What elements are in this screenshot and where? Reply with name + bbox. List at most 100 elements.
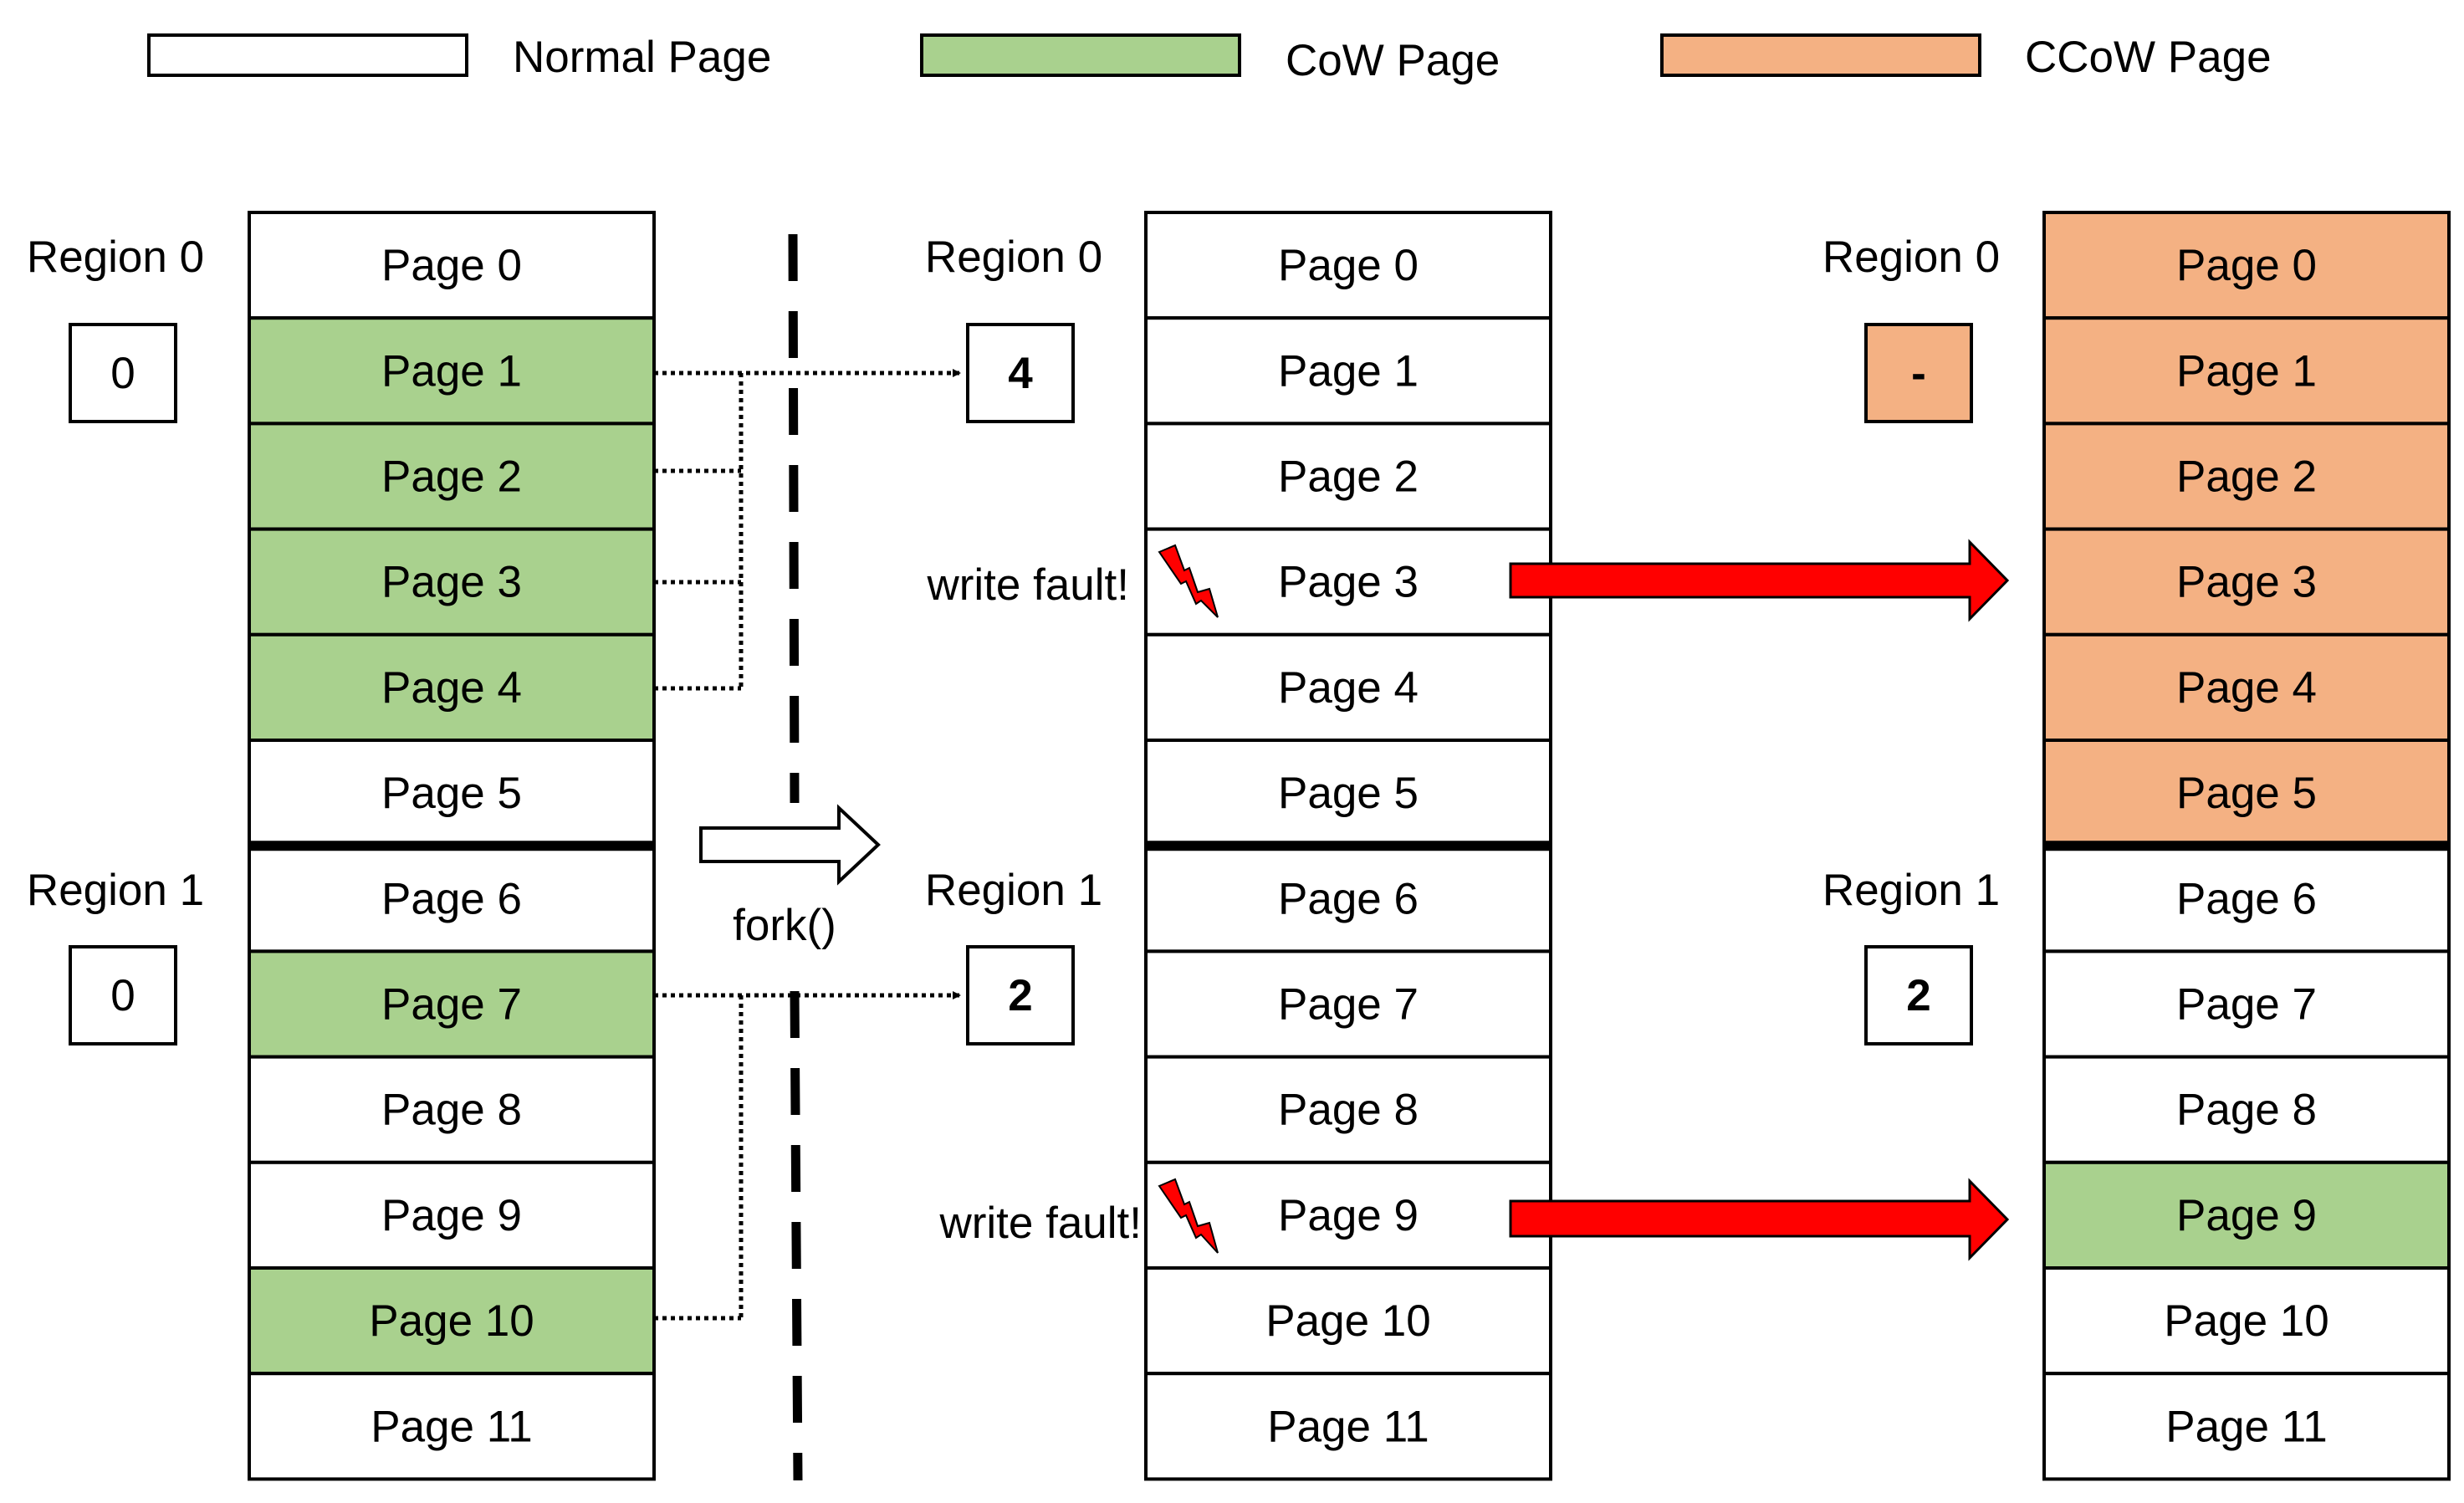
page-cell: Page 10 [248, 1266, 656, 1376]
page-cell: Page 0 [248, 211, 656, 320]
fork-label: fork() [733, 901, 836, 950]
parent-region-1-counter: 0 [69, 945, 177, 1045]
page-label: Page 4 [2176, 663, 2317, 713]
counter-value: 0 [110, 349, 135, 398]
page-cell: Page 9 [2042, 1160, 2451, 1270]
red-right-arrow-icon [1509, 539, 2010, 622]
page-label: Page 5 [1278, 769, 1419, 818]
page-label: Page 0 [2176, 241, 2317, 290]
legend-label-ccow: CCoW Page [2025, 33, 2272, 82]
page-cell: Page 7 [248, 949, 656, 1059]
page-label: Page 6 [1278, 874, 1419, 923]
child-region-1-counter: 2 [966, 945, 1075, 1045]
page-cell-box [2042, 211, 2451, 320]
page-cell-box [2042, 316, 2451, 426]
page-cell: Page 2 [248, 422, 656, 531]
page-cell: Page 1 [1144, 316, 1552, 426]
lightning-bolt-icon [1158, 1178, 1219, 1254]
counter-box [69, 323, 177, 423]
page-cell-box [1144, 316, 1552, 426]
counter-value: - [1911, 349, 1926, 398]
page-cell: Page 4 [2042, 632, 2451, 742]
legend-swatch-ccow [1660, 33, 1981, 77]
result-region-0-counter: - [1864, 323, 1973, 423]
page-label: Page 3 [1278, 558, 1419, 607]
counter-box [1864, 945, 1973, 1045]
page-label: Page 9 [1278, 1191, 1419, 1240]
page-cell: Page 11 [1144, 1372, 1552, 1481]
counter-value: 0 [110, 971, 135, 1020]
fork-arrow: fork() [699, 804, 881, 950]
ccow-transition-arrows [1509, 539, 2010, 1261]
page-label: Page 7 [381, 980, 522, 1030]
cow-connectors [654, 369, 961, 1321]
counter-box [1864, 323, 1973, 423]
child-region-0-label: Region 0 [925, 233, 1102, 282]
page-label: Page 0 [1278, 241, 1419, 290]
page-cell: Page 2 [2042, 422, 2451, 531]
page-label: Page 8 [2176, 1086, 2317, 1135]
page-cell-box [248, 1160, 656, 1270]
page-cell-box [248, 739, 656, 848]
page-cell: Page 9 [248, 1160, 656, 1270]
page-cell: Page 0 [2042, 211, 2451, 320]
page-cell-box [1144, 739, 1552, 848]
fork-divider-top [788, 233, 800, 804]
page-cell-box [1144, 844, 1552, 953]
page-cell: Page 0 [1144, 211, 1552, 320]
page-label: Page 3 [381, 558, 522, 607]
result-region-0-label: Region 0 [1822, 233, 2000, 282]
page-label: Page 7 [2176, 980, 2317, 1030]
page-label: Page 5 [381, 769, 522, 818]
page-cell-box [248, 316, 656, 426]
page-label: Page 6 [2176, 874, 2317, 923]
write-faults: write fault! write fault! [926, 544, 1219, 1254]
fork-divider [788, 233, 803, 1481]
page-cell: Page 5 [248, 739, 656, 848]
page-cell-box [248, 422, 656, 531]
page-label: Page 2 [2176, 452, 2317, 502]
page-cell: Page 6 [1144, 844, 1552, 953]
page-cell: Page 3 [2042, 527, 2451, 636]
page-label: Page 0 [381, 241, 522, 290]
counter-box [69, 945, 177, 1045]
page-cell: Page 7 [2042, 949, 2451, 1059]
page-cell: Page 5 [2042, 739, 2451, 848]
page-cell-box [2042, 1372, 2451, 1481]
region-labels: Region 0 Region 1 Region 0 Region 1 Regi… [27, 233, 2000, 915]
page-label: Page 10 [369, 1296, 534, 1346]
legend-item-ccow: CCoW Page [1660, 33, 2272, 82]
page-cell-box [1144, 1372, 1552, 1481]
legend-swatch-cow [920, 33, 1241, 77]
page-cell-box [1144, 422, 1552, 531]
page-label: Page 4 [381, 663, 522, 713]
page-cell-box [2042, 1160, 2451, 1270]
page-cell: Page 8 [1144, 1055, 1552, 1164]
child-region-0-counter: 4 [966, 323, 1075, 423]
page-cell: Page 11 [248, 1372, 656, 1481]
page-label: Page 3 [2176, 558, 2317, 607]
child-region-1-label: Region 1 [925, 866, 1102, 915]
page-label: Page 6 [381, 874, 522, 923]
page-cell: Page 5 [1144, 739, 1552, 848]
page-label: Page 9 [2176, 1191, 2317, 1240]
page-cell-box [248, 1266, 656, 1376]
result-page-table: Page 0 Page 1 Page 2 Page 3 Page 4 Page 5 Page… [2042, 211, 2451, 1481]
page-label: Page 11 [2165, 1402, 2328, 1451]
parent-region-1-label: Region 1 [27, 866, 204, 915]
legend-item-cow: CoW Page [920, 33, 1500, 85]
page-cell: Page 1 [2042, 316, 2451, 426]
page-label: Page 2 [381, 452, 522, 502]
page-cell-box [2042, 844, 2451, 953]
page-cell: Page 10 [2042, 1266, 2451, 1376]
page-cell: Page 2 [1144, 422, 1552, 531]
page-label: Page 11 [371, 1402, 533, 1451]
parent-region-0-counter: 0 [69, 323, 177, 423]
page-cell-box [2042, 739, 2451, 848]
page-label: Page 10 [1265, 1296, 1430, 1346]
page-label: Page 9 [381, 1191, 522, 1240]
